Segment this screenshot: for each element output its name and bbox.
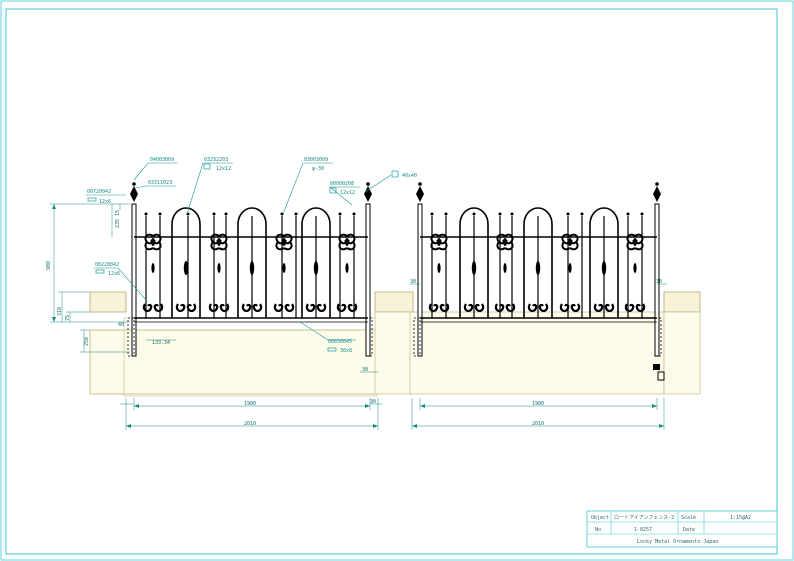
- dim-base-height: 310: [57, 307, 63, 316]
- right-foundation: [409, 311, 665, 395]
- dim-small-d: 30: [370, 399, 376, 405]
- dim-upper-height: 235: [115, 219, 121, 228]
- title-object-value: ロートアイアンフェンス-2: [614, 515, 674, 521]
- finial-icon: [416, 182, 424, 202]
- part-disc-code: 03003009: [304, 157, 328, 163]
- part-bar-code: 00000208: [330, 181, 354, 187]
- finial-icon: [653, 182, 661, 202]
- sheet-border: [5, 8, 778, 555]
- dim-right-span: 1900: [532, 401, 544, 407]
- dim-small-c: 30: [362, 367, 368, 373]
- part-ring-size: 12x12: [216, 166, 231, 172]
- part-rail-size: 12x6: [108, 271, 120, 277]
- left-foundation: [89, 329, 378, 395]
- dim-left-total: 2010: [244, 421, 256, 427]
- left-fence: [89, 182, 414, 397]
- title-no-value: 1-0257: [634, 527, 652, 533]
- title-object-label: Object: [591, 515, 609, 521]
- part-post-size: 12x6: [99, 199, 111, 205]
- part-rail-code: 00220042: [95, 262, 119, 268]
- dim-foot-height: 250: [84, 337, 90, 346]
- part-finial2-code: 03311023: [148, 180, 172, 186]
- dim-right-total: 2010: [532, 421, 544, 427]
- title-scale-label: Scale: [681, 515, 696, 521]
- right-fence: [409, 182, 701, 395]
- part-post-code: 00720042: [87, 189, 111, 195]
- dim-left-span: 1900: [244, 401, 256, 407]
- part-bottom-code: 00030045: [328, 339, 352, 345]
- left-pier-cap-right: [374, 291, 414, 313]
- left-pier-cap: [89, 291, 127, 313]
- part-square-post-size: 40x40: [402, 173, 417, 179]
- title-block: [586, 510, 778, 548]
- dim-small-b: 30: [656, 279, 662, 285]
- title-company: Locky Metal Ornaments Japan: [637, 539, 718, 545]
- dim-total-height: 908: [46, 261, 52, 270]
- right-post: [365, 203, 371, 357]
- part-finial-code: 04003009: [150, 157, 174, 163]
- finial-icon: [130, 182, 138, 202]
- part-ring-code: 03232203: [204, 157, 228, 163]
- title-scale-value: 1:15@A2: [730, 515, 751, 521]
- dim-gap: 133.34: [152, 340, 170, 346]
- part-bottom-size: 30x8: [340, 348, 352, 354]
- leader-lines: [86, 162, 392, 341]
- part-bar-size: 12x12: [340, 190, 355, 196]
- right-pier-cap: [663, 291, 701, 313]
- dimension-lines: [50, 203, 667, 430]
- part-disc-size: φ-30: [312, 166, 324, 172]
- dim-upper-small: 15: [115, 210, 121, 216]
- dim-base-small: 75: [65, 315, 71, 321]
- dim-left-post-gap: 40: [118, 322, 124, 328]
- title-no-label: No: [595, 527, 601, 533]
- dim-small-a: 30: [410, 279, 416, 285]
- title-date-label: Date: [683, 527, 695, 533]
